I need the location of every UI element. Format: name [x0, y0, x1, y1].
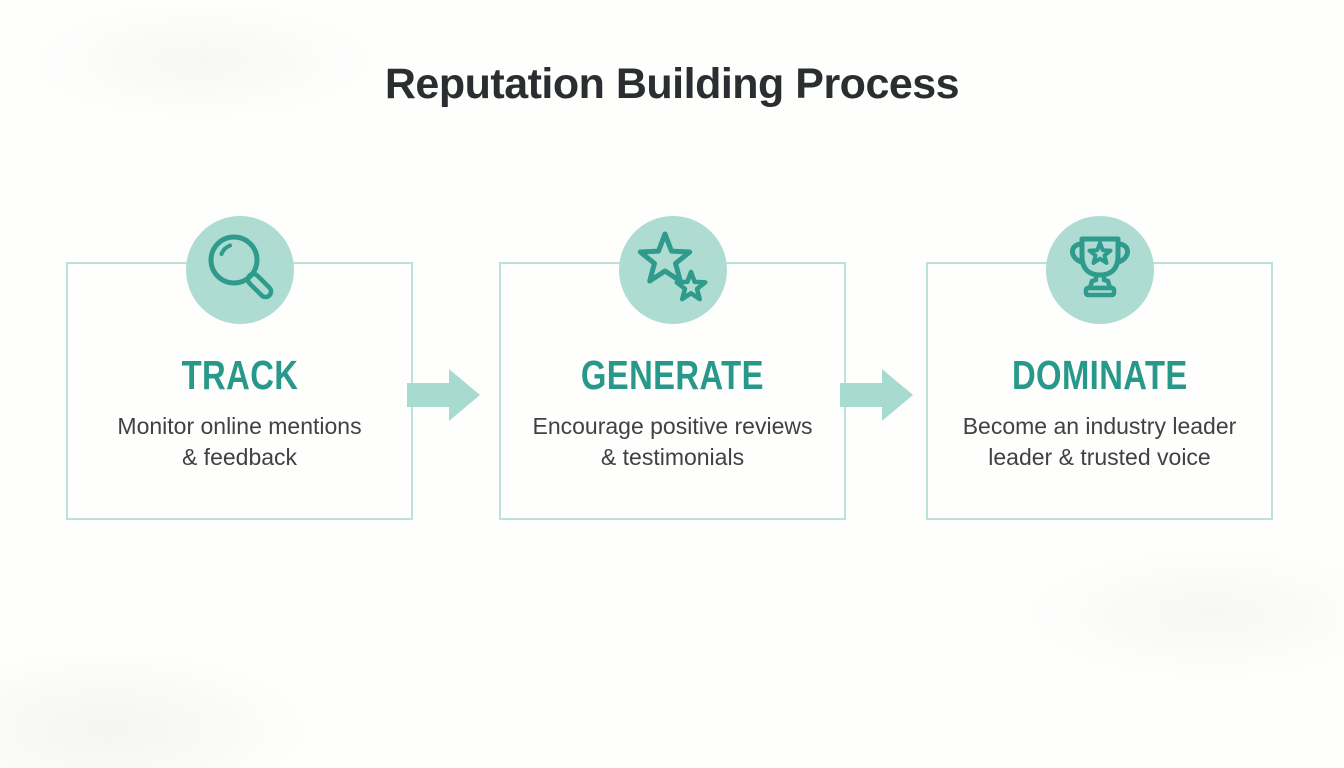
trophy-icon	[1069, 236, 1130, 298]
step-content: TRACK Monitor online mentions & feedback	[68, 264, 411, 473]
step-icon-circle	[185, 216, 294, 324]
step-description-line2: & testimonials	[600, 444, 745, 470]
step-description: Become an industry leader leader & trust…	[928, 411, 1271, 473]
page-title: Reputation Building Process	[384, 60, 960, 108]
arrow-right-icon	[407, 369, 480, 421]
step-icon-circle	[618, 216, 727, 324]
step-description-line1: Encourage positive reviews	[532, 413, 813, 439]
step-content: DOMINATE Become an industry leader leade…	[928, 264, 1271, 473]
process-step-card-track: TRACK Monitor online mentions & feedback	[66, 216, 413, 520]
flow-connector	[840, 366, 914, 424]
magnifier-search-icon	[208, 234, 273, 300]
arrow-right-icon	[840, 369, 913, 421]
step-description-line1: Monitor online mentions	[117, 413, 362, 439]
process-step-card-generate: GENERATE Encourage positive reviews & te…	[499, 216, 846, 520]
step-description: Encourage positive reviews & testimonial…	[501, 411, 844, 473]
step-description: Monitor online mentions & feedback	[68, 411, 411, 473]
step-heading: TRACK	[181, 352, 298, 398]
step-icon-circle	[1045, 216, 1154, 324]
step-description-line1: Become an industry leader	[962, 413, 1237, 439]
flow-connector	[407, 366, 481, 424]
step-heading: DOMINATE	[1011, 352, 1188, 398]
step-content: GENERATE Encourage positive reviews & te…	[501, 264, 844, 473]
step-description-line2: & feedback	[181, 444, 298, 470]
two-stars-icon	[637, 231, 708, 302]
step-heading: GENERATE	[580, 352, 764, 398]
step-description-line2: leader & trusted voice	[988, 444, 1211, 470]
process-step-card-dominate: DOMINATE Become an industry leader leade…	[926, 216, 1273, 520]
